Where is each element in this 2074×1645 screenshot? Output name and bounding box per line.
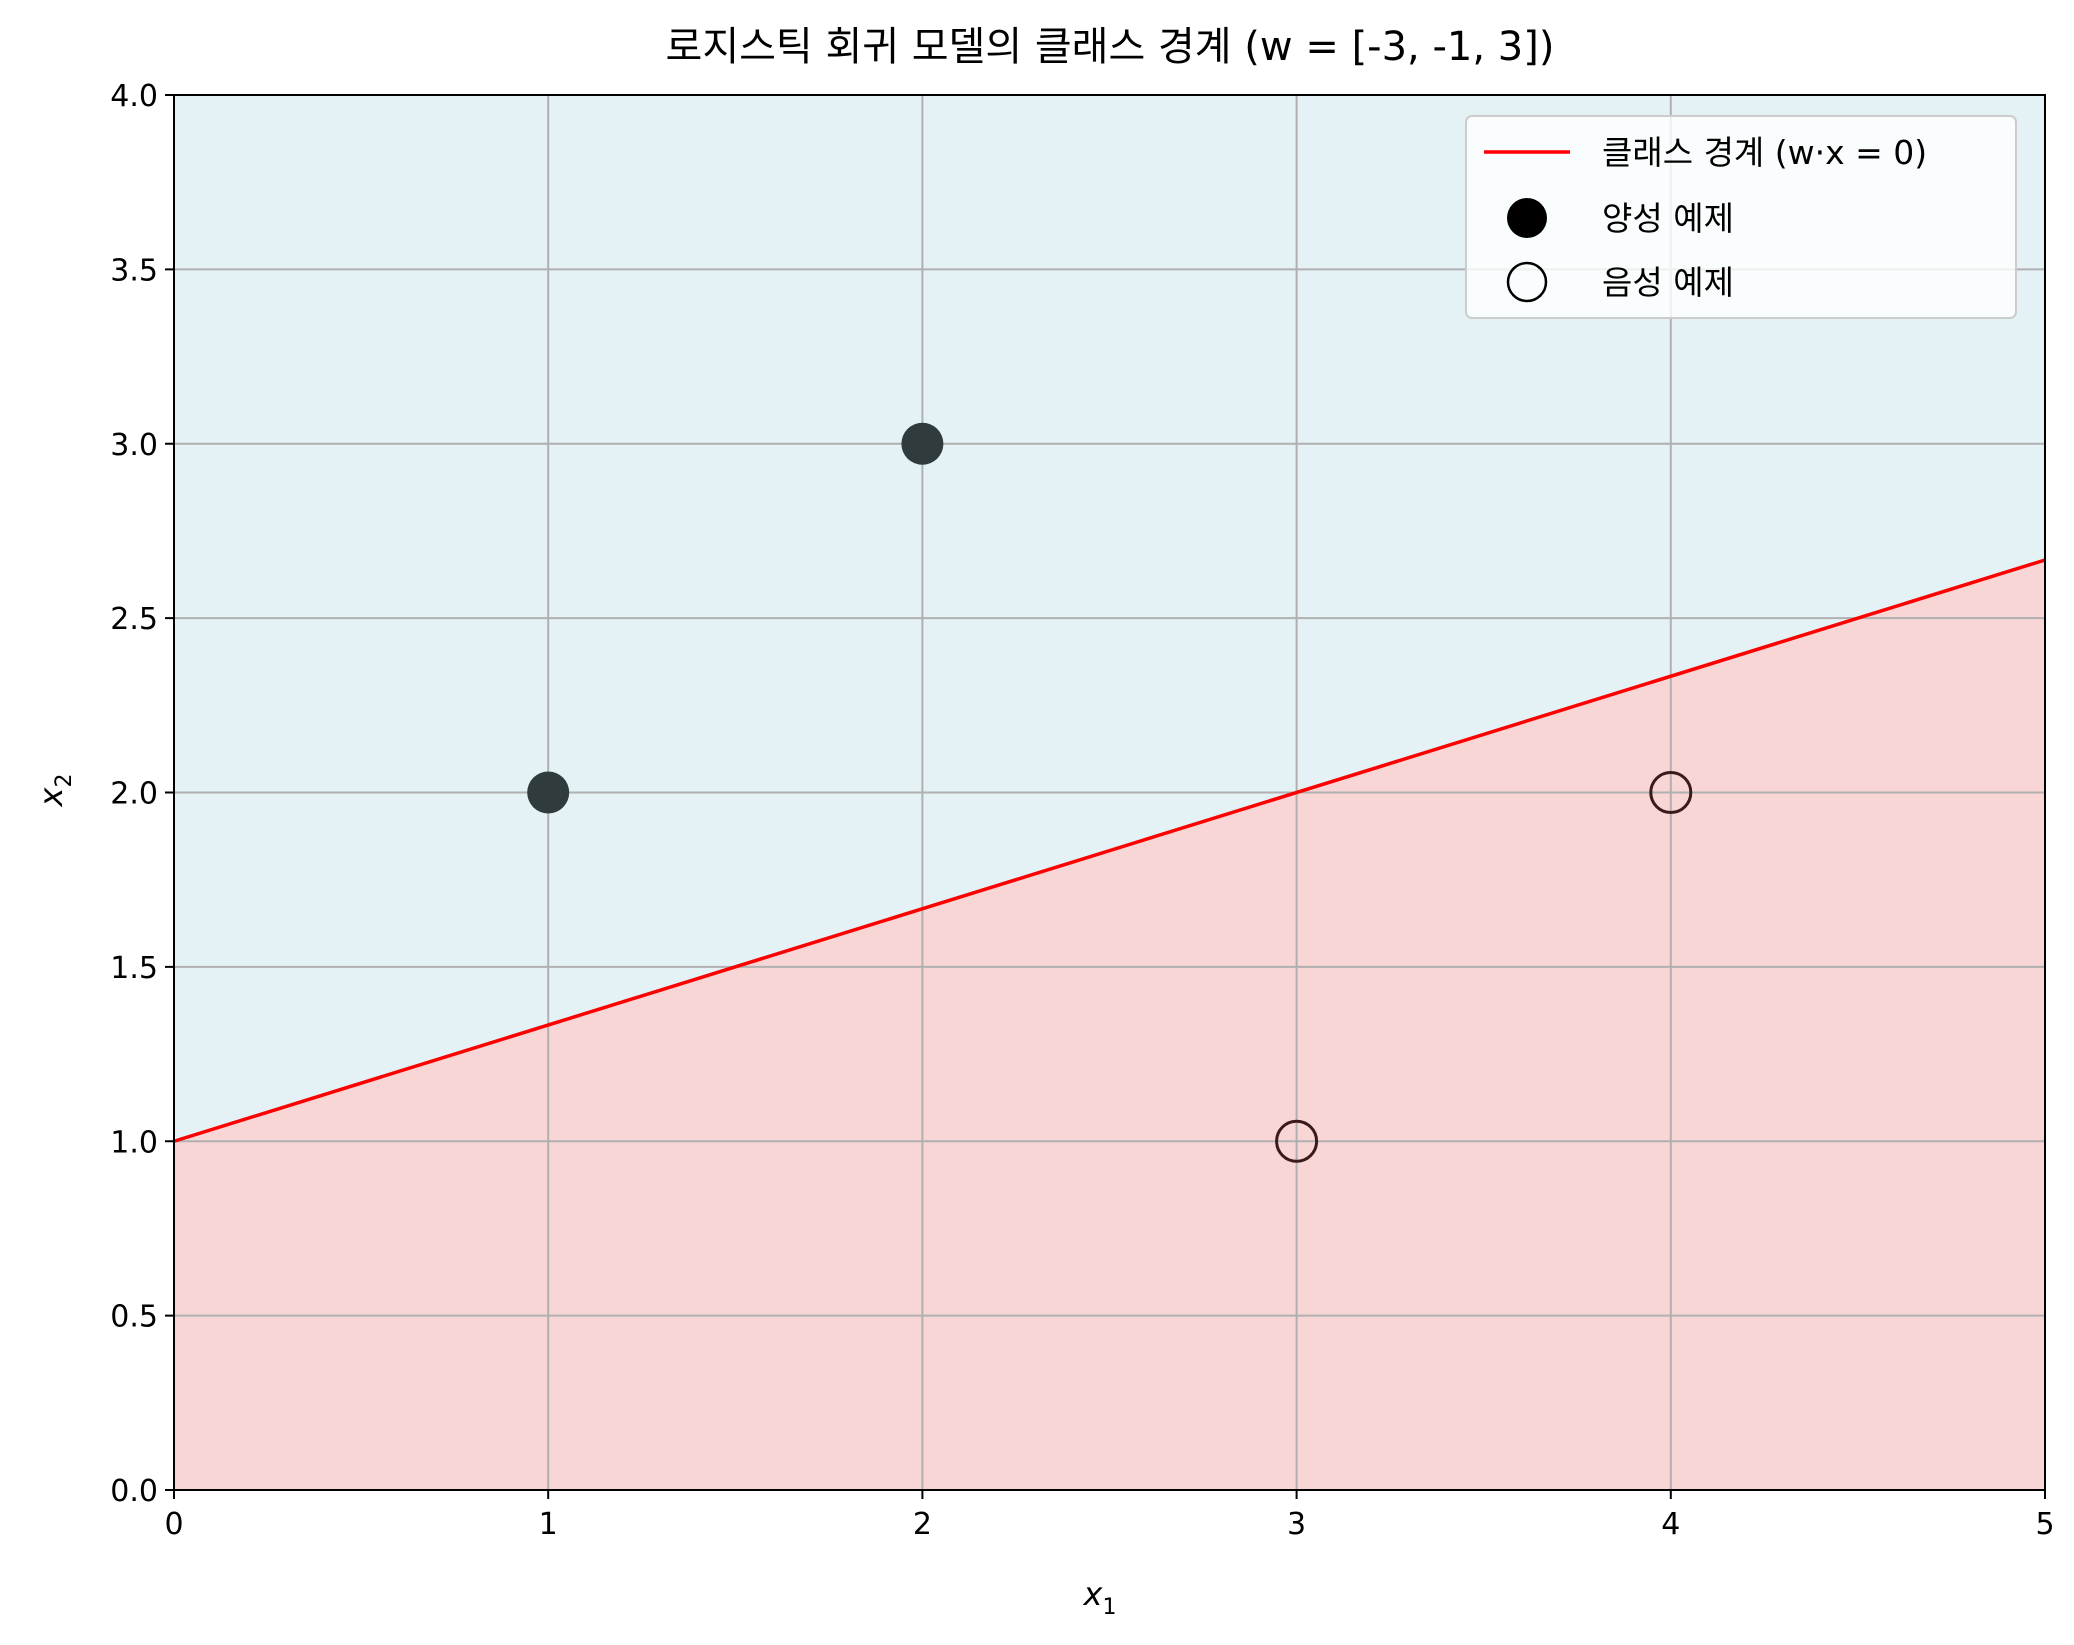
y-tick-label: 3.0 bbox=[110, 428, 158, 463]
y-tick-label: 1.5 bbox=[110, 951, 158, 986]
y-tick-label: 3.5 bbox=[110, 253, 158, 288]
x-axis-label-subscript: 1 bbox=[1102, 1595, 1116, 1620]
negative-point bbox=[1649, 771, 1693, 814]
y-axis-label-subscript: 2 bbox=[52, 774, 77, 788]
y-tick-label: 4.0 bbox=[110, 79, 158, 114]
x-tick-label: 1 bbox=[539, 1507, 558, 1542]
legend-positive-marker bbox=[1507, 198, 1547, 238]
y-tick-label: 2.5 bbox=[110, 602, 158, 637]
x-tick-label: 0 bbox=[164, 1507, 183, 1542]
x-tick-label: 2 bbox=[913, 1507, 932, 1542]
legend-negative-label: 음성 예제 bbox=[1602, 263, 1734, 302]
positive-point bbox=[527, 771, 570, 814]
y-tick-label: 2.0 bbox=[110, 777, 158, 812]
x-tick-label: 3 bbox=[1287, 1507, 1306, 1542]
boundary-line bbox=[173, 558, 2046, 1143]
legend-positive-label: 양성 예제 bbox=[1602, 199, 1734, 238]
legend: 클래스 경계 (w·x = 0) 양성 예제 음성 예제 bbox=[1465, 115, 2017, 319]
chart-title: 로지스틱 회귀 모델의 클래스 경계 (w = [-3, -1, 3]) bbox=[666, 24, 1555, 70]
x-axis-label: x1 bbox=[1083, 1575, 1117, 1620]
x-tick-label: 4 bbox=[1661, 1507, 1680, 1542]
y-tick-label: 0.5 bbox=[110, 1300, 158, 1335]
data-points bbox=[527, 422, 1693, 1163]
boundary-line-group bbox=[173, 558, 2046, 1143]
x-tick-label: 5 bbox=[2035, 1507, 2054, 1542]
axis-ticks: 0 1 2 3 4 5 0.0 0.5 1.0 1.5 2.0 2.5 3.0 3.5 4.0 bbox=[110, 79, 2054, 1542]
legend-negative-marker bbox=[1506, 261, 1548, 303]
legend-box bbox=[1465, 115, 2017, 319]
positive-point bbox=[901, 422, 944, 465]
y-tick-label: 0.0 bbox=[110, 1474, 158, 1509]
y-axis-label: x2 bbox=[32, 774, 77, 808]
y-tick-label: 1.0 bbox=[110, 1125, 158, 1160]
legend-boundary-label: 클래스 경계 (w·x = 0) bbox=[1602, 133, 1927, 172]
negative-point bbox=[1275, 1119, 1319, 1163]
